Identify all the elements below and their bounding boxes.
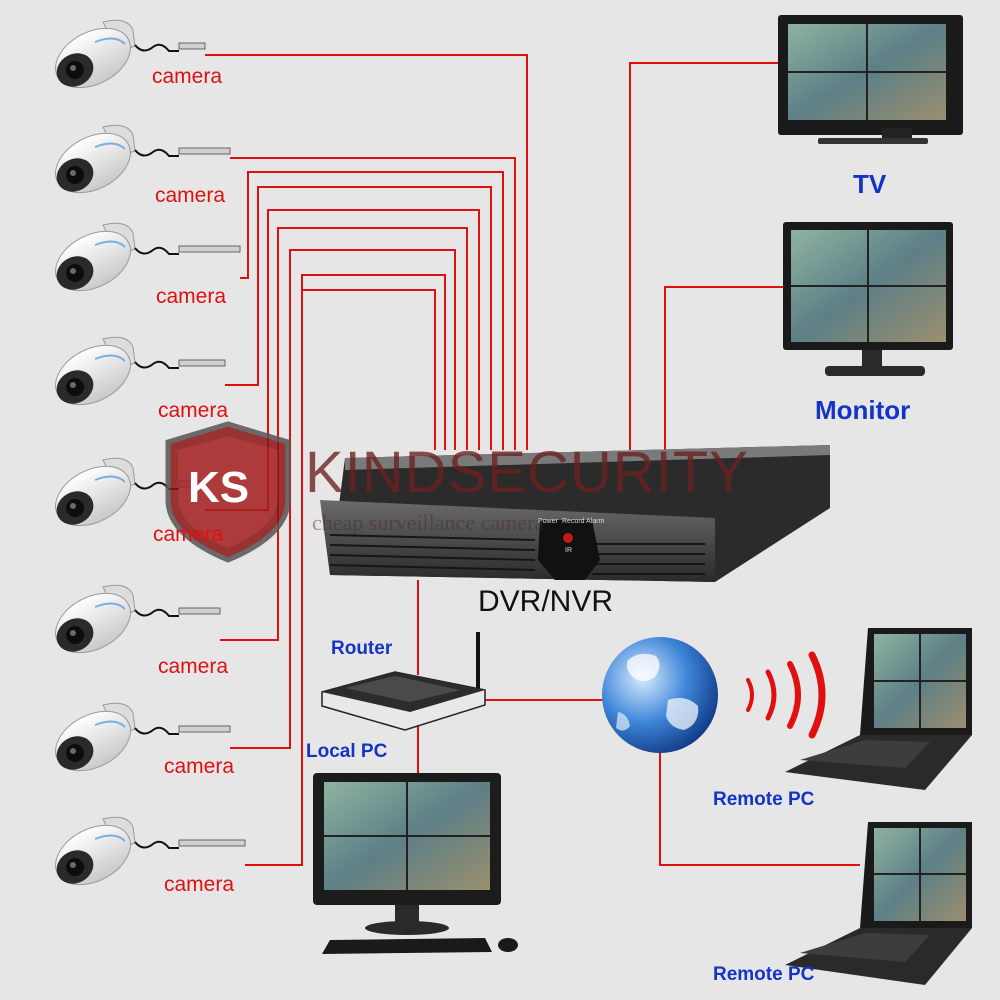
dvr-nvr-device bbox=[320, 445, 830, 582]
wires bbox=[205, 54, 860, 866]
remote-pc-device-1 bbox=[785, 628, 972, 790]
tv-device bbox=[778, 15, 963, 144]
wire-camera-2 bbox=[230, 157, 516, 450]
keyboard bbox=[322, 938, 492, 954]
remote-pc-device-2 bbox=[785, 822, 972, 985]
monitor-label: Monitor bbox=[815, 395, 911, 425]
wire-camera-6 bbox=[220, 227, 468, 641]
camera-connector bbox=[178, 839, 246, 847]
camera-icon bbox=[55, 457, 136, 527]
camera-icon bbox=[55, 584, 136, 654]
camera-cable bbox=[134, 246, 179, 255]
camera-icon bbox=[55, 702, 136, 772]
dvr-nvr-label: DVR/NVR bbox=[478, 585, 614, 618]
mouse bbox=[498, 938, 518, 952]
nvr-ir-window bbox=[563, 533, 573, 543]
camera-icon bbox=[55, 336, 136, 406]
nvr-record-label: Record bbox=[562, 518, 585, 525]
wire-camera-1 bbox=[205, 54, 528, 450]
camera-label-4: camera bbox=[158, 399, 229, 422]
wire-camera-8b bbox=[301, 275, 436, 450]
wire-camera-4 bbox=[225, 186, 492, 450]
camera-cable bbox=[134, 148, 179, 157]
watermark-tagline: cheap surveillance camera bbox=[312, 510, 545, 535]
router-label: Router bbox=[331, 638, 393, 659]
monitor-device bbox=[783, 222, 953, 376]
watermark-shield-logo bbox=[165, 421, 291, 563]
camera-label-5: camera bbox=[153, 523, 224, 546]
wire-camera-3 bbox=[240, 171, 504, 450]
camera-label-3: camera bbox=[156, 285, 227, 308]
camera-connector bbox=[178, 725, 231, 733]
camera-icon bbox=[55, 19, 136, 89]
tv-label: TV bbox=[853, 169, 887, 199]
watermark-brand: KINDSECURITY bbox=[305, 440, 749, 505]
camera-cable bbox=[134, 43, 179, 52]
camera-connector bbox=[178, 359, 226, 367]
remote-pc-label-1: Remote PC bbox=[713, 789, 815, 810]
camera-connector bbox=[178, 607, 221, 615]
wire-remote-2 bbox=[659, 750, 860, 866]
camera-label-6: camera bbox=[158, 655, 229, 678]
wire-monitor bbox=[664, 286, 790, 450]
nvr-ir-label: IR bbox=[565, 547, 572, 554]
nvr-power-label: Power bbox=[538, 518, 558, 525]
wire-camera-7 bbox=[230, 249, 456, 749]
camera-label-1: camera bbox=[152, 65, 223, 88]
camera-cable bbox=[134, 840, 179, 849]
camera-connector bbox=[178, 147, 231, 155]
internet-globe bbox=[602, 637, 718, 753]
wire-tv bbox=[629, 62, 790, 450]
nvr-vents bbox=[329, 534, 705, 575]
camera-label-8: camera bbox=[164, 873, 235, 896]
watermark-logo-text: KS bbox=[188, 463, 250, 512]
camera-cable bbox=[134, 726, 179, 735]
remote-pc-label-2: Remote PC bbox=[713, 964, 815, 985]
camera-cable bbox=[134, 360, 179, 369]
camera-connector bbox=[178, 245, 241, 253]
wireless-signal-icon bbox=[746, 651, 826, 739]
camera-icon bbox=[55, 816, 136, 886]
local-pc-label: Local PC bbox=[306, 741, 388, 762]
camera-icon bbox=[55, 124, 136, 194]
camera-icon bbox=[55, 222, 136, 292]
local-pc-device bbox=[313, 773, 518, 954]
camera-cable bbox=[134, 608, 179, 617]
camera-label-2: camera bbox=[155, 184, 226, 207]
camera-label-7: camera bbox=[164, 755, 235, 778]
nvr-alarm-label: Alarm bbox=[586, 518, 605, 525]
router-device bbox=[321, 632, 486, 731]
camera-connector bbox=[178, 42, 206, 50]
